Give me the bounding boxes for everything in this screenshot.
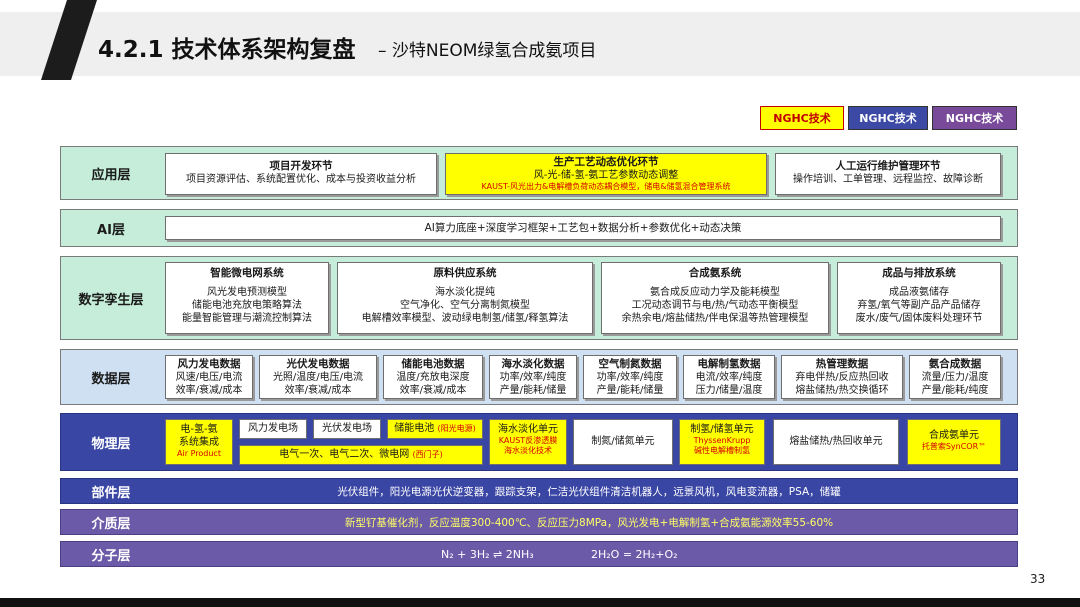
ai-layer: AI层 AI算力底座+深度学习框架+工艺包+数据分析+参数优化+动态决策: [60, 209, 1018, 247]
medium-layer: 介质层 新型钌基催化剂，反应温度300-400℃、反应压力8MPa，风光发电+电…: [60, 509, 1018, 535]
data-box-electrolysis: 电解制氢数据 电流/效率/纯度 压力/储量/温度: [683, 355, 775, 399]
layer-label: 数据层: [91, 371, 131, 387]
data-box-desalination: 海水淡化数据 功率/效率/纯度 产量/能耗/储量: [489, 355, 577, 399]
app-box-project-dev: 项目开发环节 项目资源评估、系统配置优化、成本与投资收益分析: [165, 153, 437, 195]
phys-box-wind-farm: 风力发电场: [239, 419, 307, 439]
layer-label: 物理层: [91, 436, 131, 452]
legend-item-blue: NGHC技术: [848, 106, 928, 130]
footer-bar: [0, 598, 1080, 607]
legend-item-purple: NGHC技术: [932, 106, 1017, 130]
phys-box-nitrogen: 制氮/储氮单元: [573, 419, 673, 465]
data-box-battery: 储能电池数据 温度/充放电深度 效率/衰减/成本: [383, 355, 483, 399]
twin-box-microgrid: 智能微电网系统 风光发电预测模型 储能电池充放电策略算法 能量智能管理与潮流控制…: [165, 262, 329, 334]
phys-box-grid: 电气一次、电气二次、微电网 (西门子): [239, 445, 483, 465]
component-list: 光伏组件，阳光电源光伏逆变器，跟踪支架，仁洁光伏组件清洁机器人，远景风机，风电变…: [337, 485, 841, 498]
page-number: 33: [1030, 572, 1046, 586]
application-layer: 应用层 项目开发环节 项目资源评估、系统配置优化、成本与投资收益分析 生产工艺动…: [60, 146, 1018, 200]
data-box-pv: 光伏发电数据 光照/温度/电压/电流 效率/衰减/成本: [259, 355, 377, 399]
phys-box-hydrogen: 制氢/储氢单元 ThyssenKrupp 碱性电解槽制氢: [679, 419, 765, 465]
layer-label: 介质层: [91, 516, 131, 532]
phys-box-pv-farm: 光伏发电场: [313, 419, 381, 439]
layer-label: 应用层: [91, 167, 131, 183]
data-layer: 数据层 风力发电数据 风速/电压/电流 效率/衰减/成本 光伏发电数据 光照/温…: [60, 349, 1018, 405]
layer-label: 部件层: [91, 485, 131, 501]
header-bar: [0, 12, 1080, 76]
phys-box-integration: 电-氢-氨 系统集成 Air Product: [165, 419, 233, 465]
app-box-process-optimization: 生产工艺动态优化环节 风-光-储-氢-氨工艺参数动态调整 KAUST-风光出力&…: [445, 153, 767, 195]
phys-box-ammonia: 合成氨单元 托普索SynCOR™: [907, 419, 1001, 465]
ai-stack-box: AI算力底座+深度学习框架+工艺包+数据分析+参数优化+动态决策: [165, 216, 1001, 240]
page-subtitle: – 沙特NEOM绿氢合成氨项目: [378, 41, 597, 61]
twin-box-feedstock: 原料供应系统 海水淡化提纯 空气净化、空气分离制氮模型 电解槽效率模型、波动绿电…: [337, 262, 593, 334]
equation-ammonia: N₂ + 3H₂ ⇌ 2NH₃: [441, 547, 534, 561]
layer-label: 分子层: [91, 548, 131, 564]
phys-box-desalination: 海水淡化单元 KAUST反渗透膜 海水淡化技术: [489, 419, 567, 465]
page-title: 4.2.1 技术体系架构复盘: [98, 37, 356, 63]
data-box-ammonia: 氨合成数据 流量/压力/温度 产量/能耗/纯度: [909, 355, 1001, 399]
physical-layer: 物理层 电-氢-氨 系统集成 Air Product 风力发电场 光伏发电场 储…: [60, 413, 1018, 471]
app-box-om: 人工运行维护管理环节 操作培训、工单管理、远程监控、故障诊断: [775, 153, 1001, 195]
digital-twin-layer: 数字孪生层 智能微电网系统 风光发电预测模型 储能电池充放电策略算法 能量智能管…: [60, 256, 1018, 340]
data-box-wind: 风力发电数据 风速/电压/电流 效率/衰减/成本: [165, 355, 253, 399]
phys-box-battery: 储能电池 (阳光电源): [387, 419, 483, 439]
layer-label: 数字孪生层: [78, 292, 144, 308]
twin-box-ammonia: 合成氨系统 氨合成反应动力学及能耗模型 工况动态调节与电/热/气动态平衡模型 余…: [601, 262, 829, 334]
component-layer: 部件层 光伏组件，阳光电源光伏逆变器，跟踪支架，仁洁光伏组件清洁机器人，远景风机…: [60, 478, 1018, 504]
phys-box-heat: 熔盐储热/热回收单元: [773, 419, 899, 465]
layer-label: AI层: [97, 222, 125, 238]
legend-item-yellow: NGHC技术: [760, 106, 844, 130]
equation-water-split: 2H₂O = 2H₂+O₂: [591, 547, 678, 561]
twin-box-products-emissions: 成品与排放系统 成品液氨储存 弃氢/氧气等副产品产品储存 废水/废气/固体废料处…: [837, 262, 1001, 334]
data-box-thermal: 热管理数据 弃电伴热/反应热回收 熔盐储热/热交换循环: [781, 355, 903, 399]
molecule-layer: 分子层 N₂ + 3H₂ ⇌ 2NH₃ 2H₂O = 2H₂+O₂: [60, 541, 1018, 567]
medium-description: 新型钌基催化剂，反应温度300-400℃、反应压力8MPa，风光发电+电解制氢+…: [344, 516, 834, 529]
data-box-nitrogen: 空气制氮数据 功率/效率/纯度 产量/能耗/储量: [583, 355, 677, 399]
